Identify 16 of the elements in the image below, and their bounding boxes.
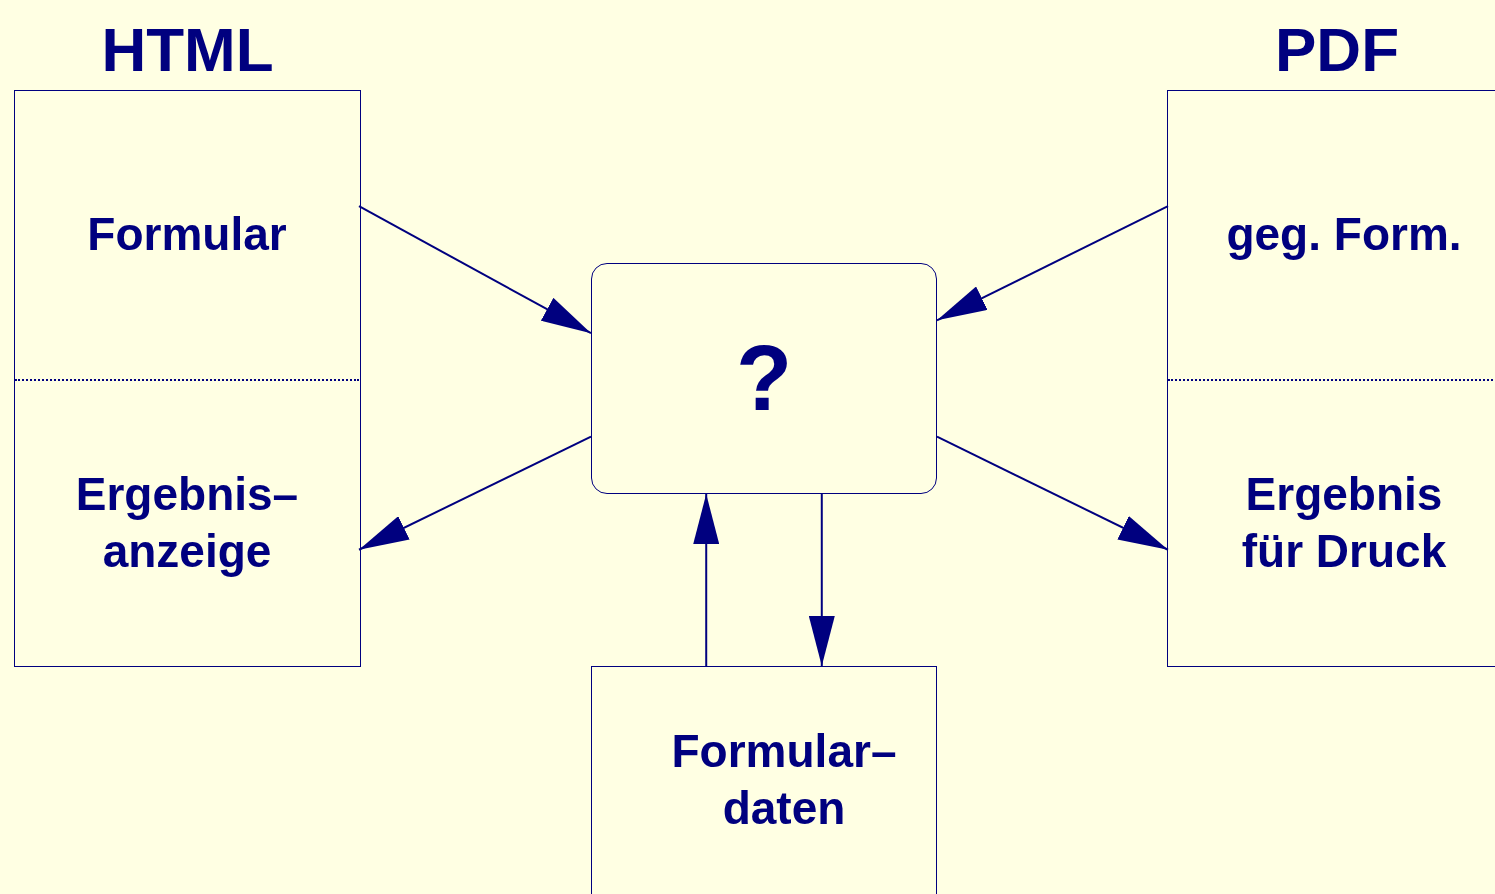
arrow (808, 493, 835, 667)
column-heading: HTML (100, 19, 275, 81)
arrow (936, 435, 1169, 551)
box-label: geg. Form. (1226, 207, 1462, 263)
box-label: Ergebnis– anzeige (74, 466, 300, 579)
box-label: Formular– daten (670, 723, 898, 836)
arrow (936, 205, 1169, 322)
box-label: Ergebnis für Druck (1240, 466, 1448, 579)
column-heading: PDF (1274, 19, 1400, 81)
box-label: Formular (87, 207, 287, 263)
panel-box (591, 666, 937, 894)
arrow (358, 205, 592, 335)
arrow (693, 493, 720, 667)
arrow (358, 435, 592, 551)
process-box (591, 263, 937, 494)
question-mark: ? (735, 326, 793, 431)
